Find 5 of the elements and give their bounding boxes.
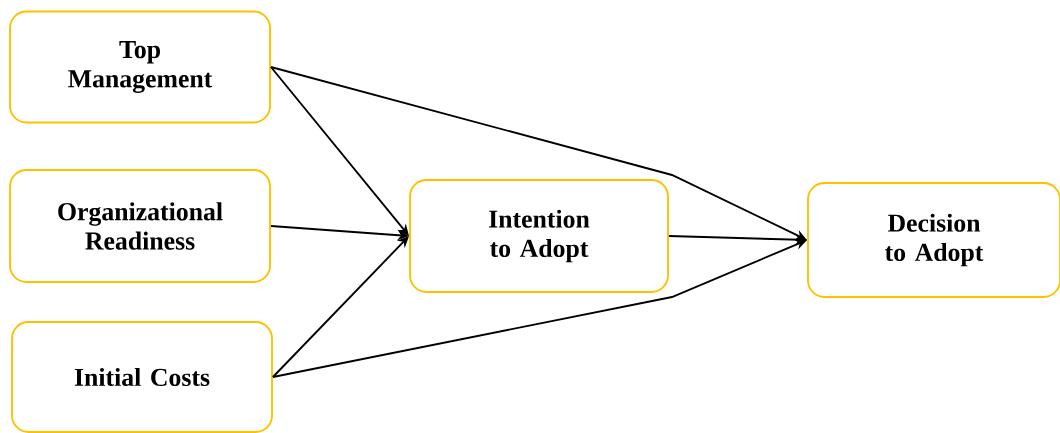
process-box: Organizational Readiness xyxy=(9,169,271,283)
process-box: Top Management xyxy=(9,10,271,124)
process-box: Initial Costs xyxy=(11,321,273,433)
process-box: Intention to Adopt xyxy=(409,179,669,293)
process-box: Decision to Adopt xyxy=(807,182,1060,298)
